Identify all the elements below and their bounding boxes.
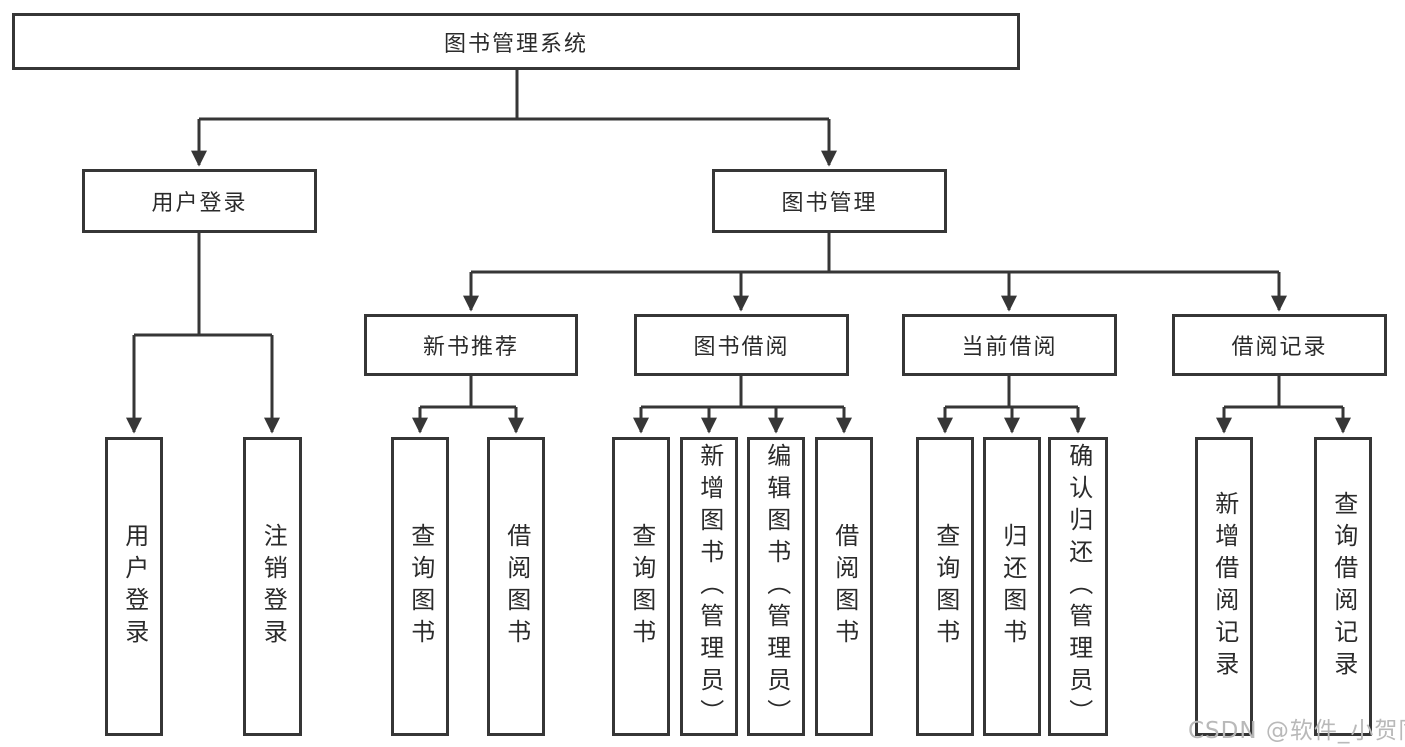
leaf-borrow-books-recommend: 借阅图书 bbox=[487, 437, 545, 736]
node-root-label: 图书管理系统 bbox=[443, 31, 588, 57]
node-new-book-recommend: 新书推荐 bbox=[364, 314, 578, 376]
connector-trunks bbox=[134, 70, 1343, 409]
leaf-logout: 注销登录 bbox=[243, 437, 302, 736]
leaf-return-books-label: 归还图书 bbox=[998, 522, 1027, 651]
node-current-borrowing-label: 当前借阅 bbox=[961, 335, 1058, 360]
leaf-confirm-return-admin-label: 确认归还（管理员） bbox=[1064, 442, 1093, 731]
node-current-borrowing: 当前借阅 bbox=[902, 314, 1117, 376]
leaf-user-login-label: 用户登录 bbox=[120, 522, 149, 651]
leaf-add-book-admin: 新增图书（管理员） bbox=[680, 437, 738, 736]
leaf-user-login: 用户登录 bbox=[105, 437, 163, 736]
node-new-book-recommend-label: 新书推荐 bbox=[422, 335, 519, 360]
node-user-login-label: 用户登录 bbox=[151, 191, 248, 216]
node-borrow-records: 借阅记录 bbox=[1172, 314, 1387, 376]
node-book-management: 图书管理 bbox=[712, 169, 947, 233]
node-book-management-label: 图书管理 bbox=[781, 191, 878, 216]
leaf-confirm-return-admin: 确认归还（管理员） bbox=[1048, 437, 1108, 736]
leaf-edit-book-admin-label: 编辑图书（管理员） bbox=[762, 442, 791, 731]
leaf-query-borrow-record-label: 查询借阅记录 bbox=[1329, 490, 1358, 683]
leaf-borrow-books-borrowing: 借阅图书 bbox=[815, 437, 873, 736]
leaf-query-books-borrowing-label: 查询图书 bbox=[627, 522, 656, 651]
node-user-login: 用户登录 bbox=[82, 169, 317, 233]
leaf-query-books-borrowing: 查询图书 bbox=[612, 437, 670, 736]
node-borrow-records-label: 借阅记录 bbox=[1231, 335, 1328, 360]
leaf-query-books-current-label: 查询图书 bbox=[931, 522, 960, 651]
leaf-query-borrow-record: 查询借阅记录 bbox=[1314, 437, 1372, 736]
leaf-add-borrow-record: 新增借阅记录 bbox=[1195, 437, 1253, 736]
leaf-query-books-recommend: 查询图书 bbox=[391, 437, 449, 736]
node-book-borrowing-label: 图书借阅 bbox=[693, 335, 790, 360]
leaf-add-book-admin-label: 新增图书（管理员） bbox=[695, 442, 724, 731]
connector-arrows bbox=[126, 119, 1351, 434]
leaf-edit-book-admin: 编辑图书（管理员） bbox=[747, 437, 805, 736]
csdn-watermark: CSDN @软件_小贺同学 bbox=[1188, 718, 1405, 744]
node-root: 图书管理系统 bbox=[12, 13, 1020, 70]
leaf-query-books-current: 查询图书 bbox=[916, 437, 974, 736]
leaf-add-borrow-record-label: 新增借阅记录 bbox=[1210, 490, 1239, 683]
node-book-borrowing: 图书借阅 bbox=[634, 314, 849, 376]
leaf-borrow-books-recommend-label: 借阅图书 bbox=[502, 522, 531, 651]
leaf-borrow-books-borrowing-label: 借阅图书 bbox=[830, 522, 859, 651]
leaf-logout-label: 注销登录 bbox=[259, 522, 288, 651]
leaf-return-books: 归还图书 bbox=[983, 437, 1041, 736]
leaf-query-books-recommend-label: 查询图书 bbox=[406, 522, 435, 651]
